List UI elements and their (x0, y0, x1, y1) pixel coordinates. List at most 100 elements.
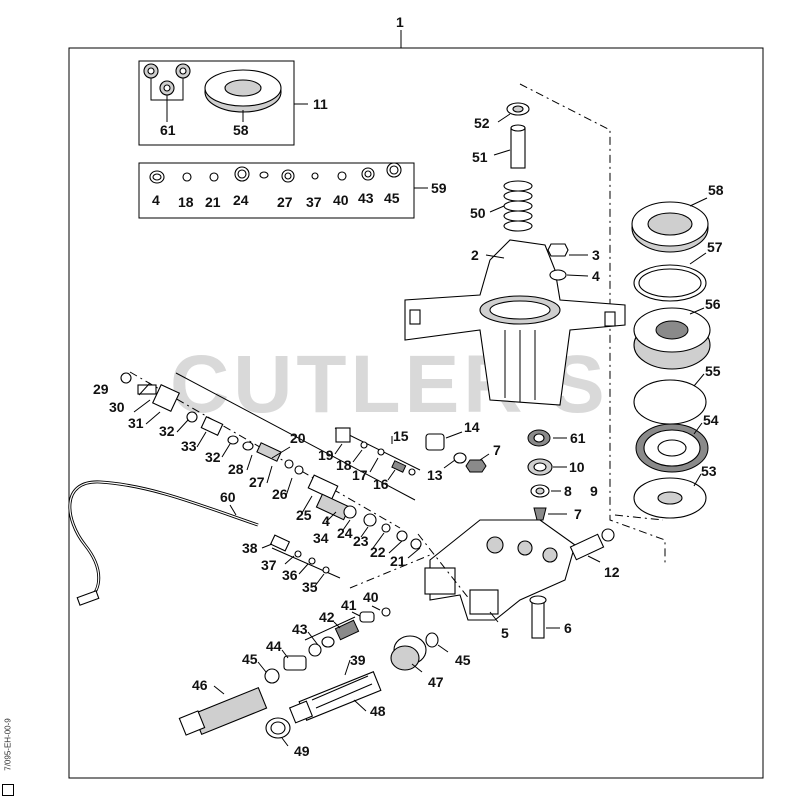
callout-54: 54 (703, 412, 719, 428)
callout-61: 61 (160, 122, 176, 138)
callout-48: 48 (370, 703, 386, 719)
leader-line (693, 373, 705, 387)
callout-43: 43 (358, 190, 374, 206)
callout-11: 11 (313, 96, 328, 112)
leader-line (689, 197, 708, 207)
callout-45c: 45 (455, 652, 471, 668)
retaining-clip-icon (506, 102, 530, 116)
thrust-washer-icon (633, 477, 707, 519)
guide-dashed-line (614, 514, 664, 521)
callout-29: 29 (93, 381, 109, 397)
piston-icon (510, 124, 526, 169)
callout-36: 36 (282, 567, 298, 583)
callout-44: 44 (266, 638, 282, 654)
callout-41: 41 (341, 597, 357, 613)
callout-12: 12 (604, 564, 620, 580)
leader-line (388, 540, 403, 554)
guide-dashed-line (129, 371, 401, 529)
callout-40: 40 (333, 192, 349, 208)
callout-43b: 43 (292, 621, 308, 637)
callout-46: 46 (192, 677, 208, 693)
callout-49: 49 (294, 743, 310, 759)
leader-line (221, 443, 231, 458)
callout-37: 37 (306, 194, 322, 210)
callout-16: 16 (373, 476, 389, 492)
callout-37b: 37 (261, 557, 277, 573)
leader-line (138, 382, 151, 396)
callout-24b: 24 (337, 525, 353, 541)
plug-icon (547, 243, 569, 281)
leader-line (133, 399, 151, 413)
callout-58b: 58 (708, 182, 724, 198)
guide-dashed-line (349, 554, 431, 589)
callout-57: 57 (707, 239, 723, 255)
callout-38: 38 (242, 540, 258, 556)
callout-33: 33 (181, 438, 197, 454)
callout-18: 18 (178, 194, 194, 210)
check-valve-icon (264, 607, 391, 684)
frame-marker-icon (2, 784, 14, 796)
callout-7: 7 (493, 442, 501, 458)
leader-line (298, 563, 309, 575)
leader-line (281, 737, 289, 747)
leader-line (213, 685, 225, 695)
leader-line (371, 605, 381, 611)
swash-plate-icon (633, 307, 711, 370)
callout-8: 8 (564, 483, 572, 499)
callout-14: 14 (464, 419, 480, 435)
cap-icon (120, 372, 132, 384)
callout-32: 32 (159, 423, 175, 439)
leader-line (342, 519, 351, 531)
callout-28: 28 (228, 461, 244, 477)
seal-58-icon (631, 201, 709, 253)
kit-bracket-line (271, 547, 341, 579)
leader-line (411, 663, 423, 673)
callout-35: 35 (302, 579, 318, 595)
callout-53: 53 (701, 463, 717, 479)
callout-32b: 32 (205, 449, 221, 465)
leader-line (333, 621, 341, 629)
hose-icon (68, 480, 259, 606)
callout-31: 31 (128, 415, 144, 431)
callout-labels: 1 11 61 58 59 4 18 21 24 27 37 40 43 45 … (93, 14, 724, 759)
kit-box-59 (138, 162, 415, 219)
callout-24: 24 (233, 192, 249, 208)
callout-4: 4 (152, 192, 160, 208)
leader-line (145, 411, 161, 425)
callout-56: 56 (705, 296, 721, 312)
nozzle-icon (137, 383, 181, 413)
seal-58-icon (204, 69, 282, 113)
callout-40b: 40 (363, 589, 379, 605)
leader-line (281, 649, 289, 659)
callout-39: 39 (350, 652, 366, 668)
leader-line (229, 504, 237, 516)
callout-52: 52 (474, 115, 490, 131)
callout-19: 19 (318, 447, 334, 463)
leader-line (360, 526, 369, 538)
leader-line (353, 699, 367, 712)
callout-34: 34 (313, 530, 329, 546)
callout-3: 3 (592, 247, 600, 263)
leader-line (479, 453, 490, 461)
leader-line (566, 274, 589, 277)
fitting-icon (269, 534, 330, 574)
o-ring-icon (149, 162, 402, 184)
leader-line (693, 473, 702, 487)
snap-ring-icon (633, 264, 707, 302)
kit-box-11 (138, 60, 295, 146)
callout-59: 59 (431, 180, 447, 196)
leader-line (284, 555, 295, 565)
leader-line (334, 443, 343, 455)
leader-line (372, 532, 385, 549)
leader-line (271, 446, 291, 459)
guide-dashed-line (519, 83, 666, 565)
callout-20: 20 (290, 430, 306, 446)
piston-seal-icon (315, 493, 422, 550)
callout-17: 17 (352, 467, 368, 483)
callout-47: 47 (428, 674, 444, 690)
leader-line (489, 205, 505, 213)
main-frame (68, 47, 764, 779)
seal-ring-icon (143, 63, 191, 96)
callout-51: 51 (472, 149, 488, 165)
